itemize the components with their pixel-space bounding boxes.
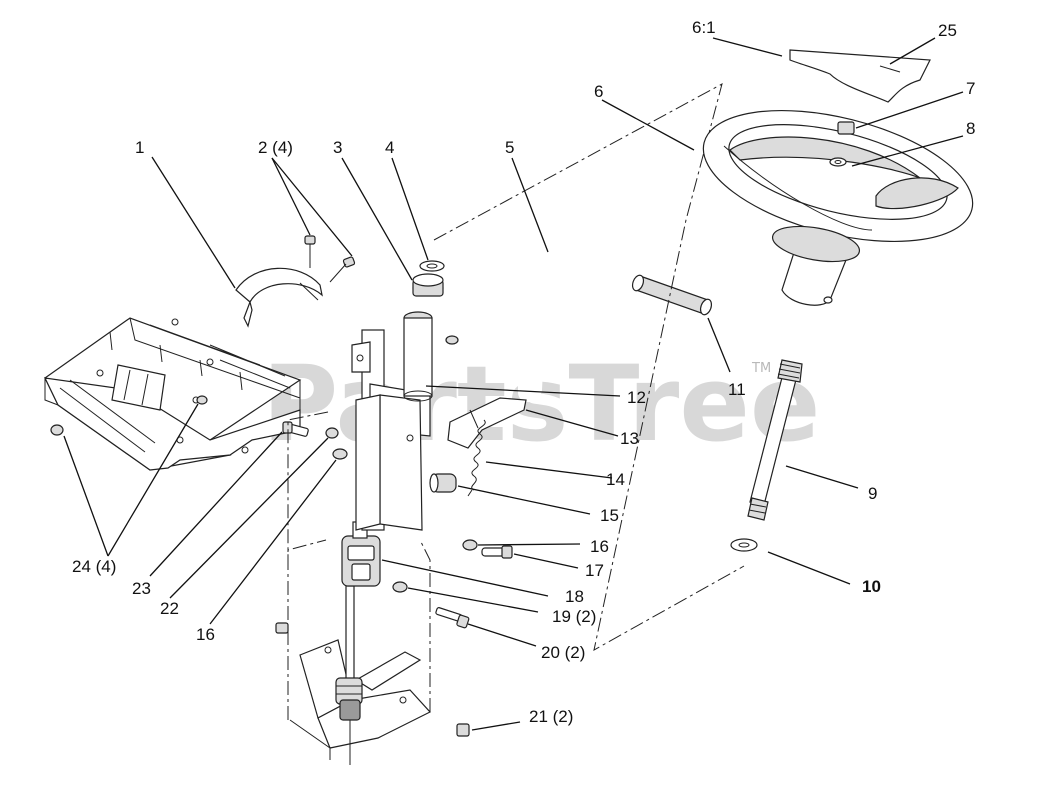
callout-1: 1: [135, 138, 144, 157]
callout-16-left: 16: [196, 625, 215, 644]
steering-wheel-part-6: [702, 109, 974, 306]
callout-6: 6: [594, 82, 603, 101]
steering-tube-part-12: [351, 329, 431, 531]
callout-22: 22: [160, 599, 179, 618]
spacer-part-15: [429, 473, 457, 493]
center-cap-part-25: [789, 49, 931, 103]
callout-11: 11: [728, 380, 746, 399]
callout-labels: 1 2 (4) 3 4 5 6 6:1 25 7 8 11 12 13 14 1…: [72, 18, 975, 726]
phantom-box-column: [433, 83, 745, 651]
callout-20: 20 (2): [541, 643, 585, 662]
callout-18: 18: [565, 587, 584, 606]
frame-plate-part-1: [43, 317, 302, 471]
lever-rod-part-5: [445, 257, 641, 402]
callout-14: 14: [606, 470, 625, 489]
lower-steering-shaft: [335, 585, 363, 765]
upper-steering-shaft-part-9: [747, 359, 803, 521]
callout-12: 12: [627, 388, 646, 407]
callout-21: 21 (2): [529, 707, 573, 726]
bolts-part-2: [304, 235, 356, 283]
callout-19: 19 (2): [552, 607, 596, 626]
callout-2: 2 (4): [258, 138, 293, 157]
phantom-box-left: [287, 411, 329, 560]
watermark-trademark: TM: [751, 361, 771, 376]
callout-3: 3: [333, 138, 342, 157]
callout-5: 5: [505, 138, 514, 157]
callout-15: 15: [600, 506, 619, 525]
callout-16-right: 16: [590, 537, 609, 556]
saddle-bracket: [235, 267, 323, 328]
callout-24: 24 (4): [72, 557, 116, 576]
column-tube-part-3: [403, 273, 444, 402]
spring-part-14: [467, 419, 486, 497]
callout-10: 10: [862, 577, 881, 596]
callout-23: 23: [132, 579, 151, 598]
leader-lines: [63, 37, 964, 731]
callout-25: 25: [938, 21, 957, 40]
callout-4: 4: [385, 138, 394, 157]
washer-part-10: [730, 538, 758, 552]
hardware-small-parts: [50, 395, 513, 737]
callout-6-1: 6:1: [692, 18, 716, 37]
callout-9: 9: [868, 484, 877, 503]
bracket-part-13: [447, 397, 527, 449]
washer-part-4: [419, 260, 445, 272]
callout-8: 8: [966, 119, 975, 138]
handle-grip-part-11: [631, 274, 713, 316]
callout-7: 7: [966, 79, 975, 98]
callout-13: 13: [620, 429, 639, 448]
universal-joint-part-18: [341, 521, 381, 587]
callout-17: 17: [585, 561, 604, 580]
